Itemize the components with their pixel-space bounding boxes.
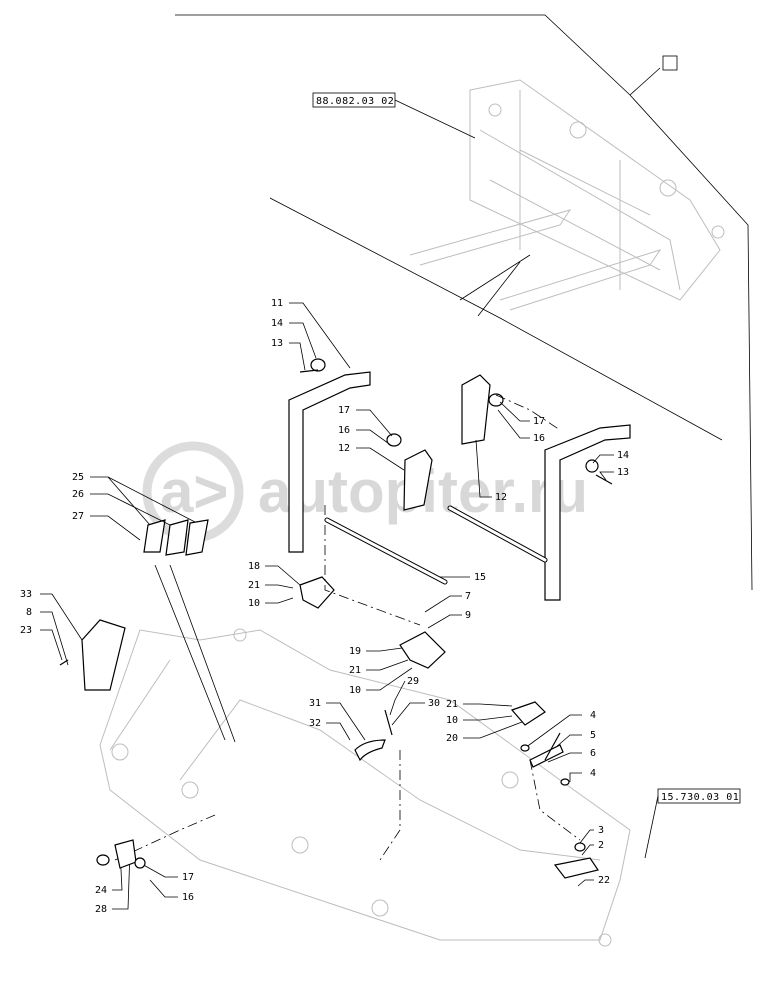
callout-14: 14 [617, 450, 629, 461]
callout-4: 4 [590, 710, 596, 721]
fork-carrier-ghost [409, 79, 725, 311]
callout-10: 10 [248, 598, 260, 609]
bottom-hardware [59, 659, 599, 879]
sheet-marker-box [662, 55, 678, 71]
callout-5: 5 [590, 730, 596, 741]
callout-10: 10 [349, 685, 361, 696]
bracket-19 [399, 631, 446, 669]
callout-18: 18 [248, 561, 260, 572]
callout-26: 26 [72, 489, 84, 500]
callout-20: 20 [446, 733, 458, 744]
callout-2: 2 [598, 840, 604, 851]
callout-8: 8 [26, 607, 32, 618]
callout-21: 21 [349, 665, 361, 676]
callout-12: 12 [495, 492, 507, 503]
callout-17: 17 [182, 872, 194, 883]
callout-12: 12 [338, 443, 350, 454]
callout-16: 16 [338, 425, 350, 436]
wear-plates-25-27 [143, 519, 209, 556]
callout-32: 32 [309, 718, 321, 729]
reference-box-bottom[interactable]: 15.730.03 01 [644, 788, 741, 859]
reference-bottom-label: 15.730.03 01 [661, 792, 739, 803]
wear-pad-left [403, 449, 433, 511]
callout-3: 3 [598, 825, 604, 836]
frame-lines [175, 14, 753, 591]
callout-13: 13 [271, 338, 283, 349]
reference-box-top[interactable]: 88.082.03 02 [312, 92, 476, 139]
callout-23: 23 [20, 625, 32, 636]
callout-19: 19 [349, 646, 361, 657]
callout-31: 31 [309, 698, 321, 709]
bracket-20 [510, 701, 546, 726]
callout-4: 4 [590, 768, 596, 779]
watermark: a> autopiter.ru [142, 441, 588, 543]
callout-28: 28 [95, 904, 107, 915]
callout-16: 16 [182, 892, 194, 903]
callout-21: 21 [446, 699, 458, 710]
callout-10: 10 [446, 715, 458, 726]
bucket-ghost [99, 628, 631, 947]
callout-11: 11 [271, 298, 283, 309]
callout-13: 13 [617, 467, 629, 478]
callout-22: 22 [598, 875, 610, 886]
callout-leaders [40, 302, 614, 910]
callout-6: 6 [590, 748, 596, 759]
callout-29: 29 [407, 676, 419, 687]
wear-pad-right [461, 374, 491, 445]
callout-16: 16 [533, 433, 545, 444]
fork-tine-right [544, 424, 631, 601]
callout-7: 7 [465, 591, 471, 602]
alignment-lines [114, 394, 581, 861]
callout-25: 25 [72, 472, 84, 483]
callout-9: 9 [465, 610, 471, 621]
small-hardware [299, 358, 613, 485]
callout-30: 30 [428, 698, 440, 709]
callout-24: 24 [95, 885, 107, 896]
fork-tine-left [288, 371, 371, 553]
callout-numbers: 11 14 13 17 16 12 17 16 14 13 12 25 26 2… [20, 298, 629, 915]
reference-top-label: 88.082.03 02 [316, 96, 394, 107]
callout-14: 14 [271, 318, 283, 329]
callout-27: 27 [72, 511, 84, 522]
callout-21: 21 [248, 580, 260, 591]
guard-33 [81, 619, 126, 691]
callout-33: 33 [20, 589, 32, 600]
callout-17: 17 [338, 405, 350, 416]
callout-17: 17 [533, 416, 545, 427]
shafts [324, 505, 548, 585]
callout-15: 15 [474, 572, 486, 583]
bracket-18 [299, 576, 335, 609]
watermark-logo-glyph: a> [160, 458, 228, 525]
